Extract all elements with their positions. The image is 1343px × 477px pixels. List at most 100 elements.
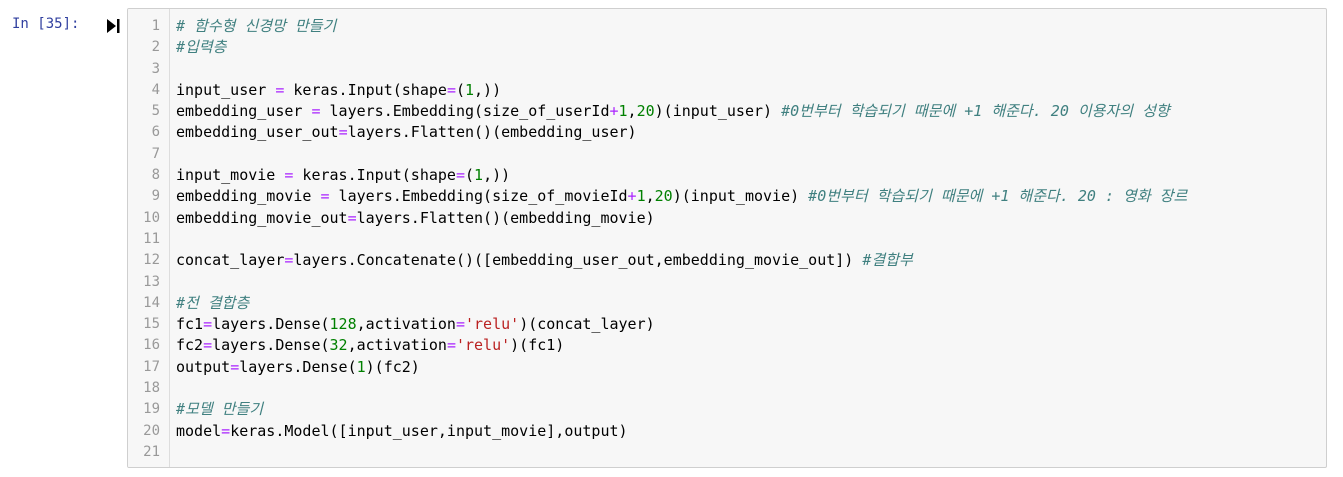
code-text: layers.Concatenate()([embedding_user_out… bbox=[293, 251, 863, 270]
code-text: layers.Flatten()(embedding_movie) bbox=[356, 208, 655, 227]
code-line: 13 bbox=[128, 272, 1326, 293]
code-content: model=keras.Model([input_user,input_movi… bbox=[176, 421, 628, 442]
code-line: 20 model=keras.Model([input_user,input_mo… bbox=[128, 421, 1326, 442]
code-operator: = bbox=[338, 123, 348, 142]
code-text: layers.Flatten()(embedding_user) bbox=[347, 123, 637, 142]
code-text: layers.Dense( bbox=[239, 357, 357, 376]
code-operator: = bbox=[446, 80, 456, 99]
code-operator: = bbox=[203, 336, 213, 355]
code-comment: #0번부터 학습되기 때문에 +1 해준다. 20 이용자의 성향 bbox=[781, 102, 1170, 121]
code-text: concat_layer bbox=[176, 251, 285, 270]
code-number: 20 bbox=[654, 187, 673, 206]
line-number: 13 bbox=[143, 273, 160, 290]
code-number: 128 bbox=[329, 315, 357, 334]
code-content: embedding_user_out=layers.Flatten()(embe… bbox=[176, 122, 637, 143]
code-text: keras.Input(shape bbox=[284, 80, 447, 99]
code-number: 1 bbox=[636, 187, 646, 206]
code-line: 5 embedding_user = layers.Embedding(size_… bbox=[128, 101, 1326, 122]
code-operator: = bbox=[455, 166, 465, 185]
code-text: )(fc1) bbox=[510, 336, 565, 355]
code-line: 3 bbox=[128, 59, 1326, 80]
code-number: 20 bbox=[636, 102, 655, 121]
code-operator: = bbox=[284, 251, 294, 270]
code-text: , bbox=[645, 187, 655, 206]
line-number: 17 bbox=[143, 358, 160, 375]
line-number: 10 bbox=[143, 209, 160, 226]
code-text: )(input_user) bbox=[654, 102, 782, 121]
code-content: embedding_user = layers.Embedding(size_o… bbox=[176, 101, 1170, 122]
line-number: 2 bbox=[151, 39, 160, 56]
line-number: 4 bbox=[151, 81, 160, 98]
line-number: 20 bbox=[143, 422, 160, 439]
code-text: embedding_user_out bbox=[176, 123, 339, 142]
line-number: 16 bbox=[143, 337, 160, 354]
code-text: layers.Embedding(size_of_userId bbox=[320, 102, 610, 121]
code-content: embedding_movie = layers.Embedding(size_… bbox=[176, 186, 1187, 207]
code-content: fc1=layers.Dense(128,activation='relu')(… bbox=[176, 314, 655, 335]
code-text: )(fc2) bbox=[365, 357, 420, 376]
code-text: embedding_user bbox=[176, 102, 312, 121]
line-number: 15 bbox=[143, 316, 160, 333]
code-text: fc1 bbox=[176, 315, 204, 334]
code-line: 11 bbox=[128, 229, 1326, 250]
code-comment: #결합부 bbox=[862, 251, 913, 270]
code-content: input_movie = keras.Input(shape=(1,)) bbox=[176, 165, 510, 186]
line-number: 11 bbox=[143, 230, 160, 247]
code-comment: #전 결합층 bbox=[176, 293, 250, 312]
line-number: 18 bbox=[143, 380, 160, 397]
code-comment: #0번부터 학습되기 때문에 +1 해준다. 20 : 영화 장르 bbox=[808, 187, 1188, 206]
code-text: layers.Dense( bbox=[212, 315, 330, 334]
line-number: 3 bbox=[151, 60, 160, 77]
line-number: 14 bbox=[143, 294, 160, 311]
code-content: concat_layer=layers.Concatenate()([embed… bbox=[176, 250, 913, 271]
code-text: fc2 bbox=[176, 336, 204, 355]
run-cell-icon[interactable] bbox=[106, 18, 120, 34]
code-text: layers.Embedding(size_of_movieId bbox=[329, 187, 628, 206]
code-operator: = bbox=[347, 208, 357, 227]
code-comment: # 함수형 신경망 만들기 bbox=[176, 17, 337, 35]
code-line: 19 #모델 만들기 bbox=[128, 399, 1326, 420]
code-operator: = bbox=[455, 315, 465, 334]
line-number: 7 bbox=[151, 145, 160, 162]
code-content: # 함수형 신경망 만들기 bbox=[176, 16, 336, 37]
code-line: 18 bbox=[128, 378, 1326, 399]
code-number: 32 bbox=[329, 336, 348, 355]
code-content: #입력층 bbox=[176, 37, 226, 58]
code-text: output bbox=[176, 357, 231, 376]
code-text: ,)) bbox=[483, 166, 511, 185]
cell-prompt: In [35]: bbox=[12, 16, 80, 32]
code-number: 1 bbox=[618, 102, 628, 121]
code-text: embedding_movie_out bbox=[176, 208, 348, 227]
code-operator: = bbox=[446, 336, 456, 355]
code-line: 9 embedding_movie = layers.Embedding(size… bbox=[128, 186, 1326, 207]
code-operator: = bbox=[284, 166, 294, 185]
line-number: 12 bbox=[143, 252, 160, 269]
code-content: #전 결합층 bbox=[176, 293, 249, 314]
code-text: keras.Model([input_user,input_movie],out… bbox=[230, 421, 628, 440]
code-line: 21 bbox=[128, 442, 1326, 463]
code-comment: #입력층 bbox=[176, 38, 227, 57]
line-number: 19 bbox=[143, 401, 160, 418]
line-number: 5 bbox=[151, 103, 160, 120]
code-operator: = bbox=[320, 187, 330, 206]
code-string: 'relu' bbox=[455, 336, 511, 355]
line-number: 21 bbox=[143, 443, 160, 460]
code-text: layers.Dense( bbox=[212, 336, 330, 355]
code-line: 14 #전 결합층 bbox=[128, 293, 1326, 314]
code-text: )(concat_layer) bbox=[519, 315, 655, 334]
code-operator: = bbox=[311, 102, 321, 121]
code-content: fc2=layers.Dense(32,activation='relu')(f… bbox=[176, 335, 564, 356]
line-number: 9 bbox=[151, 188, 160, 205]
code-content: embedding_movie_out=layers.Flatten()(emb… bbox=[176, 208, 655, 229]
code-string: 'relu' bbox=[465, 315, 520, 334]
code-comment: #모델 만들기 bbox=[176, 400, 264, 419]
code-number: 1 bbox=[465, 80, 475, 99]
line-number-gutter bbox=[128, 9, 170, 467]
code-line: 16 fc2=layers.Dense(32,activation='relu')… bbox=[128, 335, 1326, 356]
